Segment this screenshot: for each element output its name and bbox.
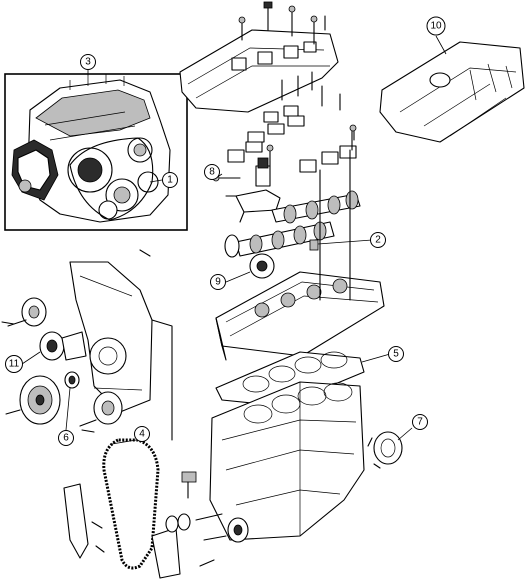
- oil-control-valve: [212, 144, 281, 223]
- loose-bolts: [1, 249, 151, 433]
- svg-text:1: 1: [167, 175, 173, 186]
- svg-text:11: 11: [9, 359, 20, 370]
- svg-text:5: 5: [393, 349, 399, 360]
- callout-11: 11: [5, 355, 23, 373]
- callout-9: 9: [210, 274, 226, 290]
- callout-1: 1: [162, 172, 178, 188]
- callout-7: 7: [412, 414, 428, 430]
- engine-top-cover: [379, 41, 525, 143]
- callout-5: 5: [388, 346, 404, 362]
- svg-text:4: 4: [139, 429, 145, 440]
- cylinder-block: [209, 381, 365, 541]
- camshaft-caps: [227, 105, 357, 173]
- rear-oil-seal: [367, 431, 403, 469]
- svg-text:8: 8: [209, 167, 215, 178]
- timing-chain-assembly: [63, 438, 249, 579]
- accessory-pulleys: [5, 297, 123, 427]
- camshafts: [224, 190, 361, 279]
- cylinder-head: [215, 149, 385, 361]
- inset-assembled-engine: [4, 73, 188, 231]
- callout-8: 8: [204, 164, 220, 180]
- svg-text:7: 7: [417, 417, 423, 428]
- callout-6: 6: [58, 430, 74, 446]
- svg-text:2: 2: [375, 235, 381, 246]
- callout-10: 10: [426, 16, 446, 36]
- timing-chain-cover: [69, 261, 173, 441]
- callout-2: 2: [370, 232, 386, 248]
- svg-text:10: 10: [430, 21, 442, 32]
- cylinder-head-cover: [179, 1, 341, 113]
- cylinder-head-gasket: [215, 351, 365, 407]
- svg-text:3: 3: [85, 57, 91, 68]
- svg-text:6: 6: [63, 433, 69, 444]
- callout-3: 3: [80, 54, 96, 70]
- svg-text:9: 9: [215, 277, 221, 288]
- leader-lines: [21, 35, 447, 445]
- callout-4: 4: [134, 426, 150, 442]
